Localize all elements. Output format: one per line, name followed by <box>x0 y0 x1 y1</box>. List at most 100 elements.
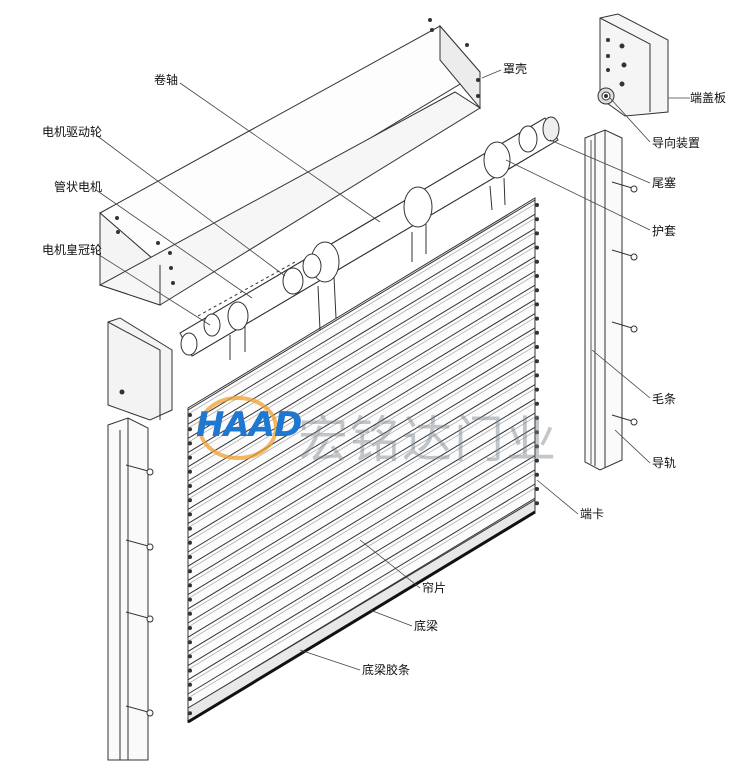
slat-clip <box>535 501 539 506</box>
label-guide-rail: 导轨 <box>652 456 677 470</box>
slat-clip <box>188 583 192 588</box>
rail-bolt-head <box>146 615 154 623</box>
slat-clip <box>188 711 192 716</box>
slat-line <box>187 203 536 415</box>
label-guide-device: 导向装置 <box>652 136 701 150</box>
slat-line <box>187 313 536 525</box>
slat-line <box>187 298 536 510</box>
slat-line <box>187 487 536 699</box>
right-guide-rail <box>584 129 638 471</box>
slat-line <box>187 232 536 443</box>
rail-bolt-head <box>630 253 638 261</box>
label-bottom-beam: 底梁 <box>414 619 439 633</box>
slat-clip <box>188 540 192 545</box>
slat-line <box>187 199 536 411</box>
slat-line <box>187 384 536 596</box>
right-end-cover <box>597 13 669 117</box>
slat-clip <box>188 668 192 673</box>
left-guide-rail <box>107 417 154 761</box>
label-motor-crown-wheel: 电机皇冠轮 <box>42 243 103 257</box>
slat-clip <box>188 682 192 687</box>
slat-clip <box>535 359 539 364</box>
slat-clip <box>188 697 192 701</box>
slat-clip <box>535 345 539 349</box>
label-tail-plug: 尾塞 <box>652 176 677 190</box>
slat-line <box>187 473 536 685</box>
slat-line <box>187 331 536 543</box>
label-roller-shaft: 卷轴 <box>154 73 179 87</box>
slat-clip <box>188 640 192 645</box>
rail-bolt <box>611 414 633 422</box>
slat-line <box>187 256 536 468</box>
rail-bolt <box>611 321 633 329</box>
rail-bolt <box>125 464 149 472</box>
label-sleeve: 护套 <box>652 224 677 238</box>
slat-line <box>187 217 536 429</box>
slat-line <box>187 317 536 528</box>
slat-clip <box>535 444 539 449</box>
slat-clip <box>535 387 539 392</box>
slat-clip <box>535 458 539 463</box>
curtain-slats <box>187 197 536 723</box>
slat-clip <box>188 484 192 488</box>
slat-line <box>187 374 536 585</box>
rail-bolt-head <box>146 709 154 717</box>
rail-bolt <box>611 181 633 189</box>
slat-line <box>187 274 536 486</box>
rail-bolt <box>125 705 149 713</box>
slat-line <box>187 213 536 425</box>
cover-housing <box>98 18 481 306</box>
label-end-clip: 端卡 <box>580 507 605 521</box>
slat-line <box>187 469 536 681</box>
slat-line <box>187 242 536 454</box>
leader-lines <box>95 69 690 671</box>
label-bottom-beam-rubber: 底梁胶条 <box>362 663 411 677</box>
label-end-cover-plate: 端盖板 <box>690 91 727 105</box>
slat-line <box>187 246 536 457</box>
slat-clip <box>535 259 539 264</box>
end-clips <box>188 203 539 716</box>
slat-line <box>187 440 536 652</box>
label-brush-strip: 毛条 <box>652 392 677 406</box>
slat-clip <box>188 498 192 503</box>
slat-line <box>187 227 536 439</box>
rail-bolt-head <box>630 185 638 193</box>
slat-clip <box>535 430 539 435</box>
slat-clip <box>188 526 192 531</box>
slat-clip <box>188 626 192 630</box>
roller-shaft <box>179 116 560 360</box>
slat-clip <box>535 288 539 293</box>
slat-clip <box>188 597 192 602</box>
slat-clip <box>535 401 539 406</box>
slat-line <box>187 327 536 539</box>
slat-clip <box>188 469 192 474</box>
slat-clip <box>188 569 192 574</box>
slat-clip <box>535 487 539 491</box>
label-motor-drive-wheel: 电机驱动轮 <box>42 125 103 139</box>
rail-bolt <box>125 611 149 619</box>
slat-line <box>187 355 536 567</box>
bottom-beam <box>187 499 536 724</box>
slat-line <box>187 284 536 496</box>
slat-line <box>187 303 536 514</box>
slat-line <box>187 270 536 482</box>
slat-clip <box>188 611 192 616</box>
slat-clip <box>188 455 192 460</box>
slat-line <box>187 341 536 553</box>
slat-clip <box>535 302 539 307</box>
slat-line <box>187 426 536 638</box>
slat-clip <box>535 231 539 236</box>
slat-clip <box>188 413 192 417</box>
slat-clip <box>535 203 539 207</box>
rail-bolt-head <box>146 468 154 476</box>
slat-clip <box>535 373 539 378</box>
slat-clip <box>535 245 539 250</box>
slat-line <box>187 459 536 670</box>
rail-bolt <box>611 249 633 257</box>
slat-line <box>187 388 536 599</box>
slat-line <box>187 412 536 624</box>
slat-line <box>187 260 536 472</box>
watermark-company: 宏铭达门业 <box>298 411 558 469</box>
